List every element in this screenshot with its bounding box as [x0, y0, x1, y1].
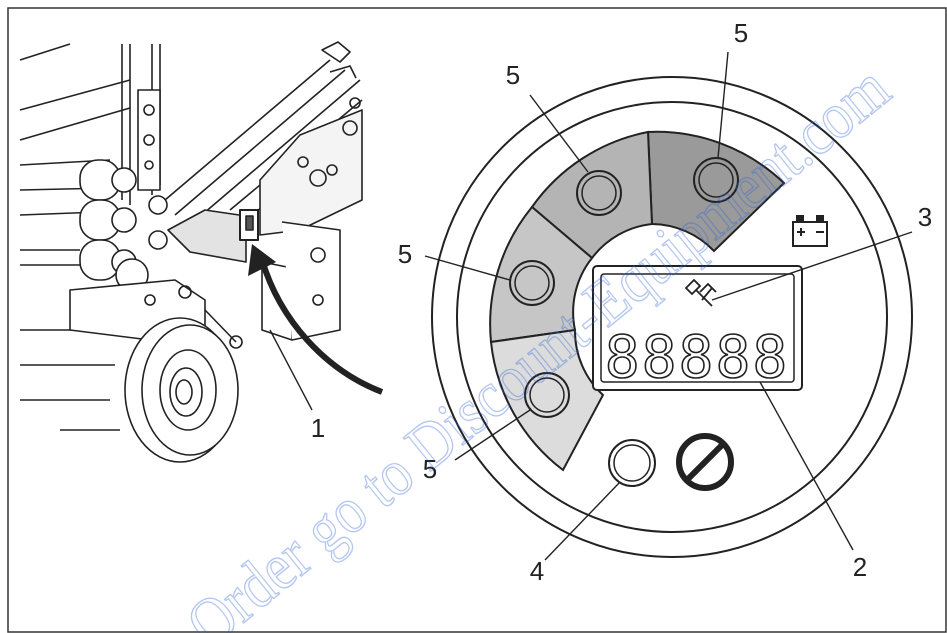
wheel [124, 317, 239, 463]
button-5-top-right[interactable] [693, 157, 739, 203]
callout-3: 3 [918, 202, 932, 232]
callout-4: 4 [530, 556, 544, 586]
battery-icon [792, 215, 828, 247]
callout-5-top-right: 5 [734, 18, 748, 48]
button-5-top-left[interactable] [576, 170, 622, 216]
segment-display-digits: 88888 [605, 323, 790, 391]
machine-illustration [19, 41, 363, 463]
control-unit: 88888 [431, 76, 913, 558]
button-5-bottom-left[interactable] [524, 372, 570, 418]
callout-2: 2 [853, 552, 867, 582]
roller-stack [79, 159, 168, 292]
callout-5-bottom-left: 5 [423, 454, 437, 484]
leader-lines [269, 51, 913, 561]
wrench-hammer-icon [684, 278, 717, 307]
prohibited-icon [676, 433, 734, 491]
button-5-left[interactable] [509, 260, 555, 306]
connector-socket [239, 209, 259, 241]
lcd-display: 88888 [592, 265, 803, 392]
callout-1: 1 [311, 413, 325, 443]
callout-5-left: 5 [398, 239, 412, 269]
pointer-arrow [248, 244, 384, 395]
button-4[interactable] [608, 439, 656, 487]
callout-5-top-left: 5 [506, 60, 520, 90]
